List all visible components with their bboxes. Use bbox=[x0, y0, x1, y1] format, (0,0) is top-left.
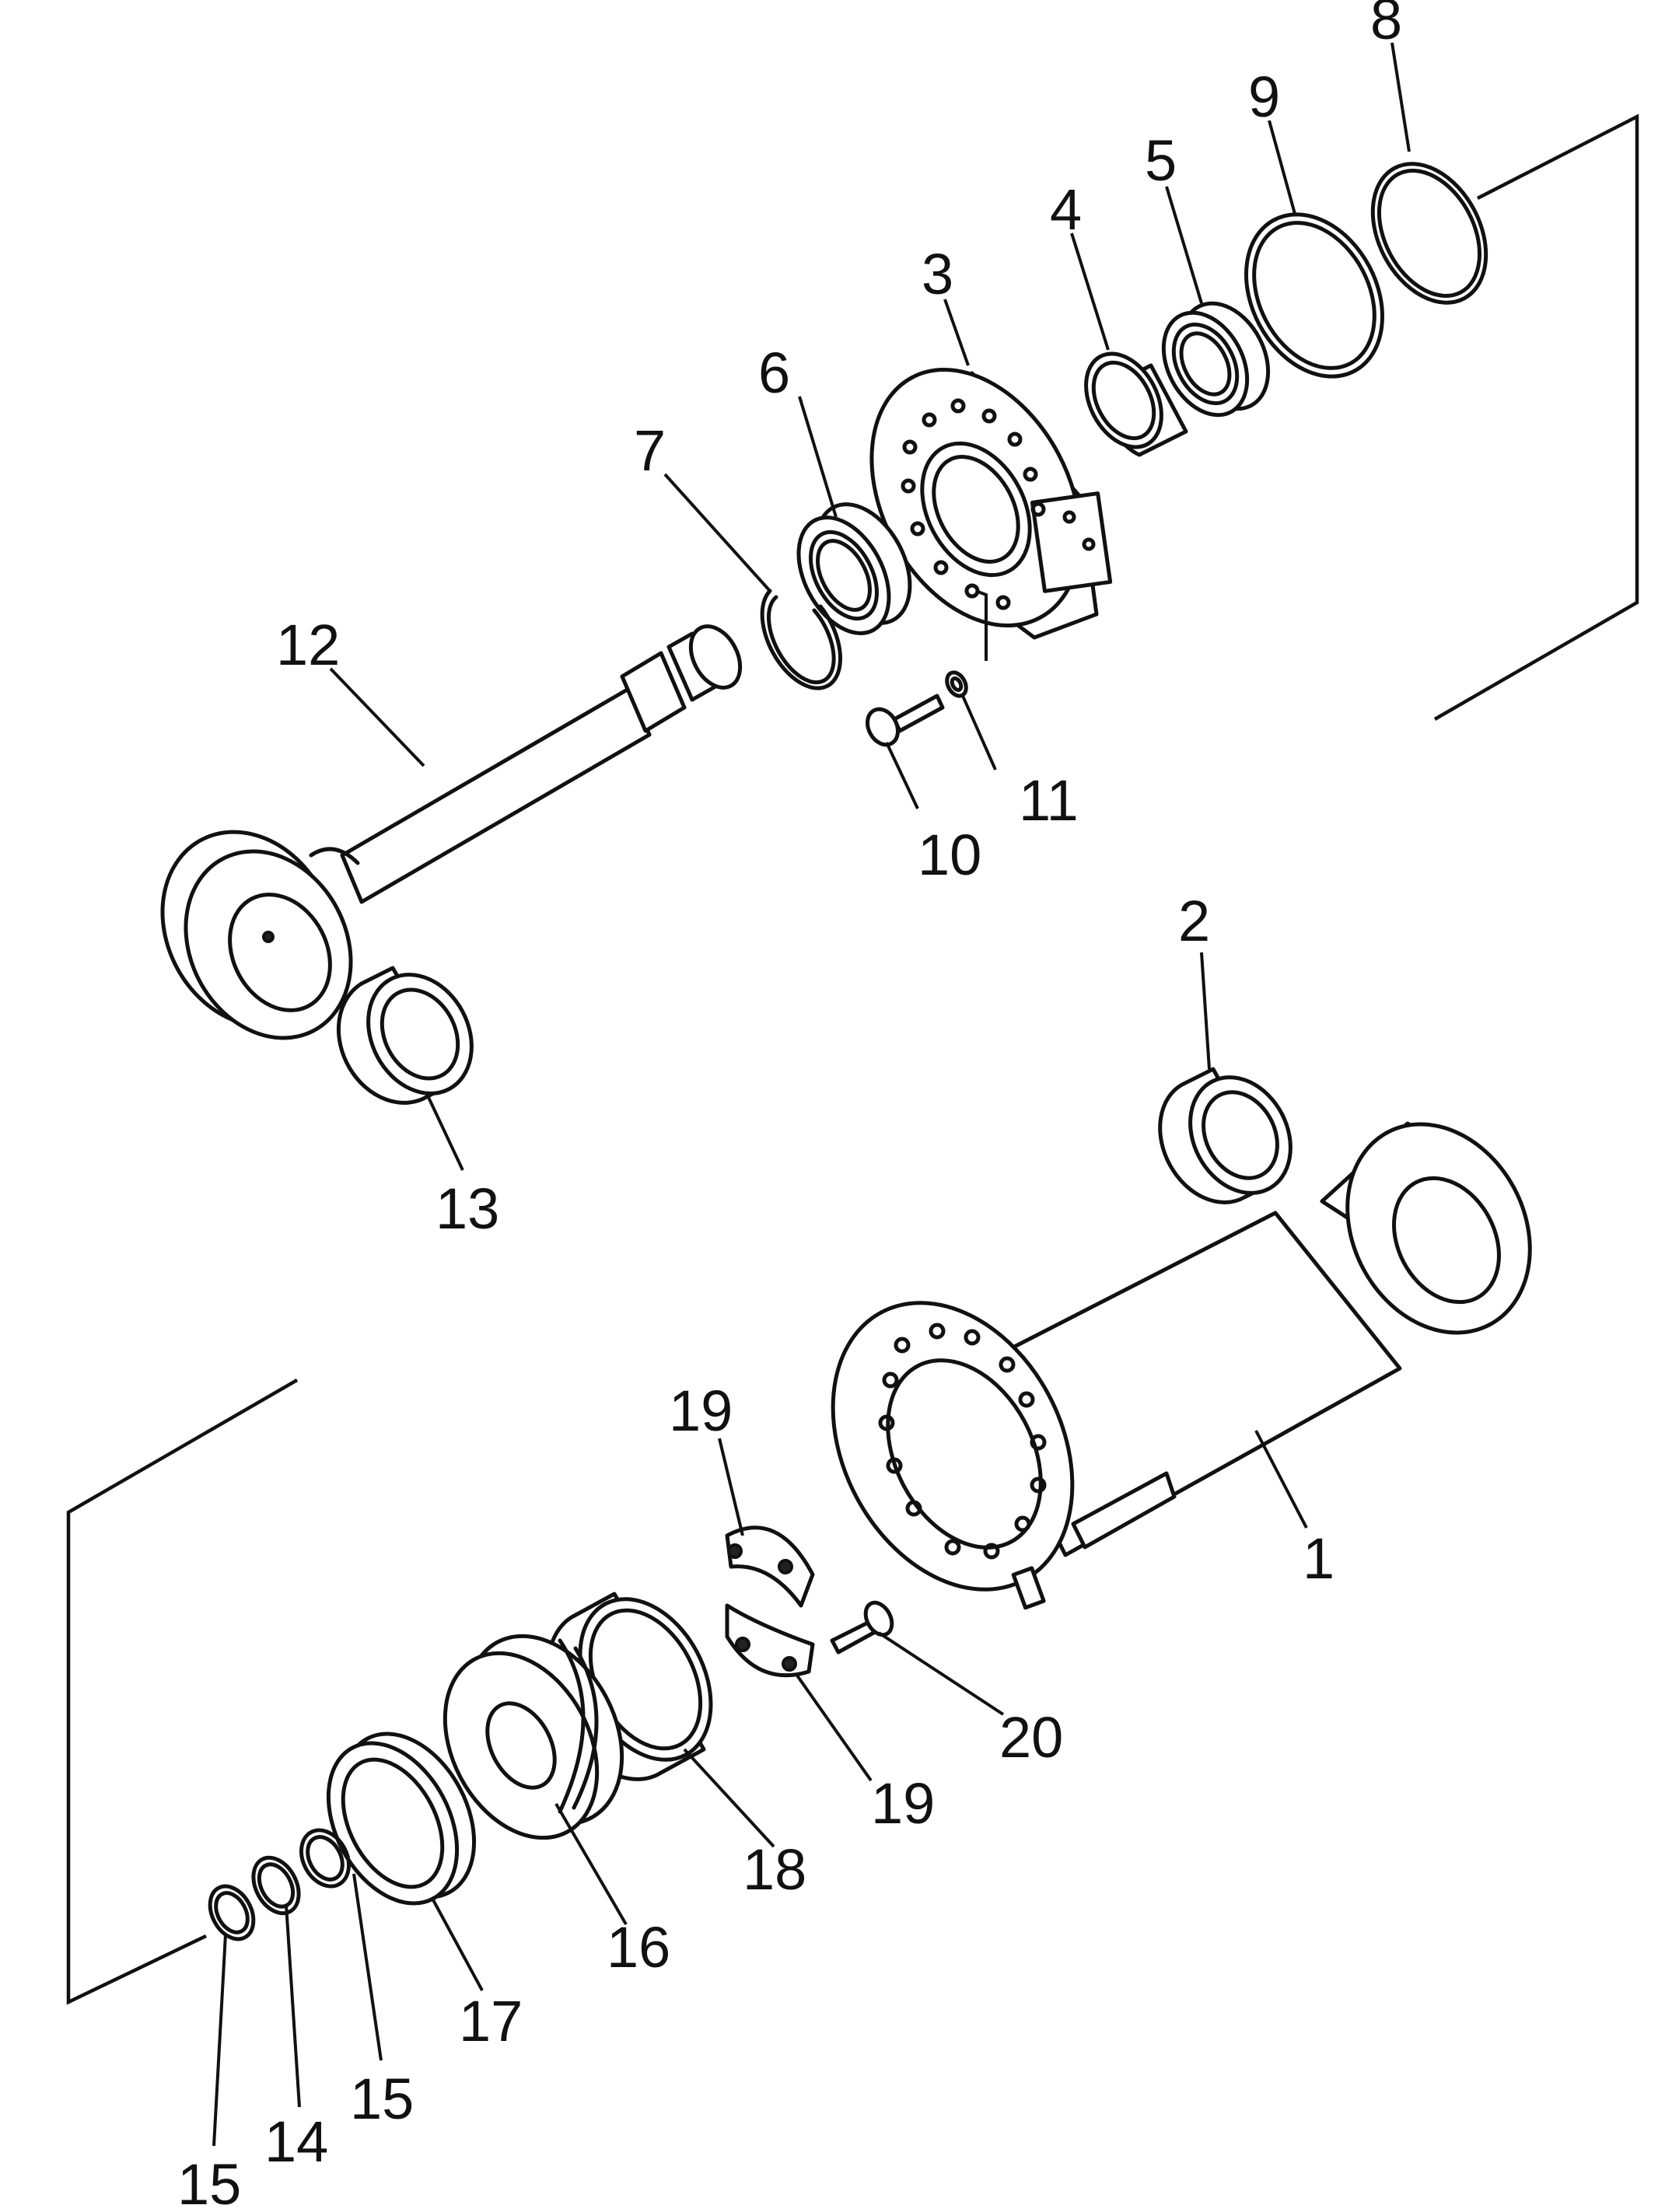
callout-13: 13 bbox=[435, 1176, 499, 1241]
callout-6: 6 bbox=[758, 341, 790, 405]
part-14-ring bbox=[251, 1855, 301, 1916]
part-5-rod-seal bbox=[1161, 301, 1271, 418]
leader-lines bbox=[212, 42, 1411, 2147]
callout-10: 10 bbox=[918, 823, 981, 887]
part-16-piston bbox=[442, 1634, 624, 1840]
callout-18: 18 bbox=[743, 1837, 806, 1902]
callout-4: 4 bbox=[1050, 177, 1082, 242]
callout-15-right: 15 bbox=[350, 2067, 414, 2131]
callout-15-left: 15 bbox=[177, 2152, 241, 2212]
callout-5: 5 bbox=[1145, 128, 1177, 193]
part-2-bushing bbox=[1158, 1067, 1292, 1204]
part-1-cylinder-tube bbox=[831, 1121, 1532, 1610]
callout-20: 20 bbox=[999, 1705, 1063, 1770]
callout-labels: 8 9 5 4 3 6 7 12 11 10 2 13 19 1 20 19 1… bbox=[177, 0, 1402, 2212]
callout-2: 2 bbox=[1178, 889, 1210, 953]
callout-11: 11 bbox=[1019, 768, 1079, 833]
callout-19-lower: 19 bbox=[871, 1771, 935, 1836]
callout-19-upper: 19 bbox=[669, 1379, 733, 1443]
callout-1: 1 bbox=[1303, 1526, 1334, 1591]
callout-14: 14 bbox=[264, 2109, 328, 2174]
part-4-bushing bbox=[1084, 351, 1188, 457]
callout-3: 3 bbox=[922, 242, 953, 306]
part-11-washer bbox=[945, 670, 968, 698]
part-15-ring-right bbox=[299, 1828, 351, 1889]
part-10-bolt bbox=[866, 694, 945, 747]
part-6-bushing-bearing bbox=[796, 502, 912, 635]
callout-17: 17 bbox=[459, 1989, 523, 2053]
part-8-o-ring bbox=[1370, 162, 1488, 305]
part-9-backup-ring bbox=[1244, 212, 1385, 379]
part-15-ring-left bbox=[208, 1884, 256, 1941]
part-13-bushing bbox=[336, 966, 474, 1105]
callout-7: 7 bbox=[634, 418, 666, 483]
part-20-screw bbox=[830, 1600, 894, 1655]
part-3-cylinder-head bbox=[869, 368, 1113, 640]
callout-8: 8 bbox=[1370, 0, 1402, 51]
upper-group-bracket bbox=[1433, 114, 1639, 721]
callout-16: 16 bbox=[607, 1915, 670, 1980]
part-17-piston-seal bbox=[326, 1732, 477, 1906]
callout-12: 12 bbox=[276, 613, 340, 677]
part-19-nut-half-lower bbox=[725, 1603, 815, 1678]
part-12-piston-rod bbox=[160, 624, 743, 1040]
part-7-snap-ring bbox=[760, 589, 842, 690]
callout-9: 9 bbox=[1248, 65, 1280, 129]
lower-group-bracket bbox=[66, 1379, 299, 2005]
part-19-nut-half-upper bbox=[725, 1525, 815, 1608]
